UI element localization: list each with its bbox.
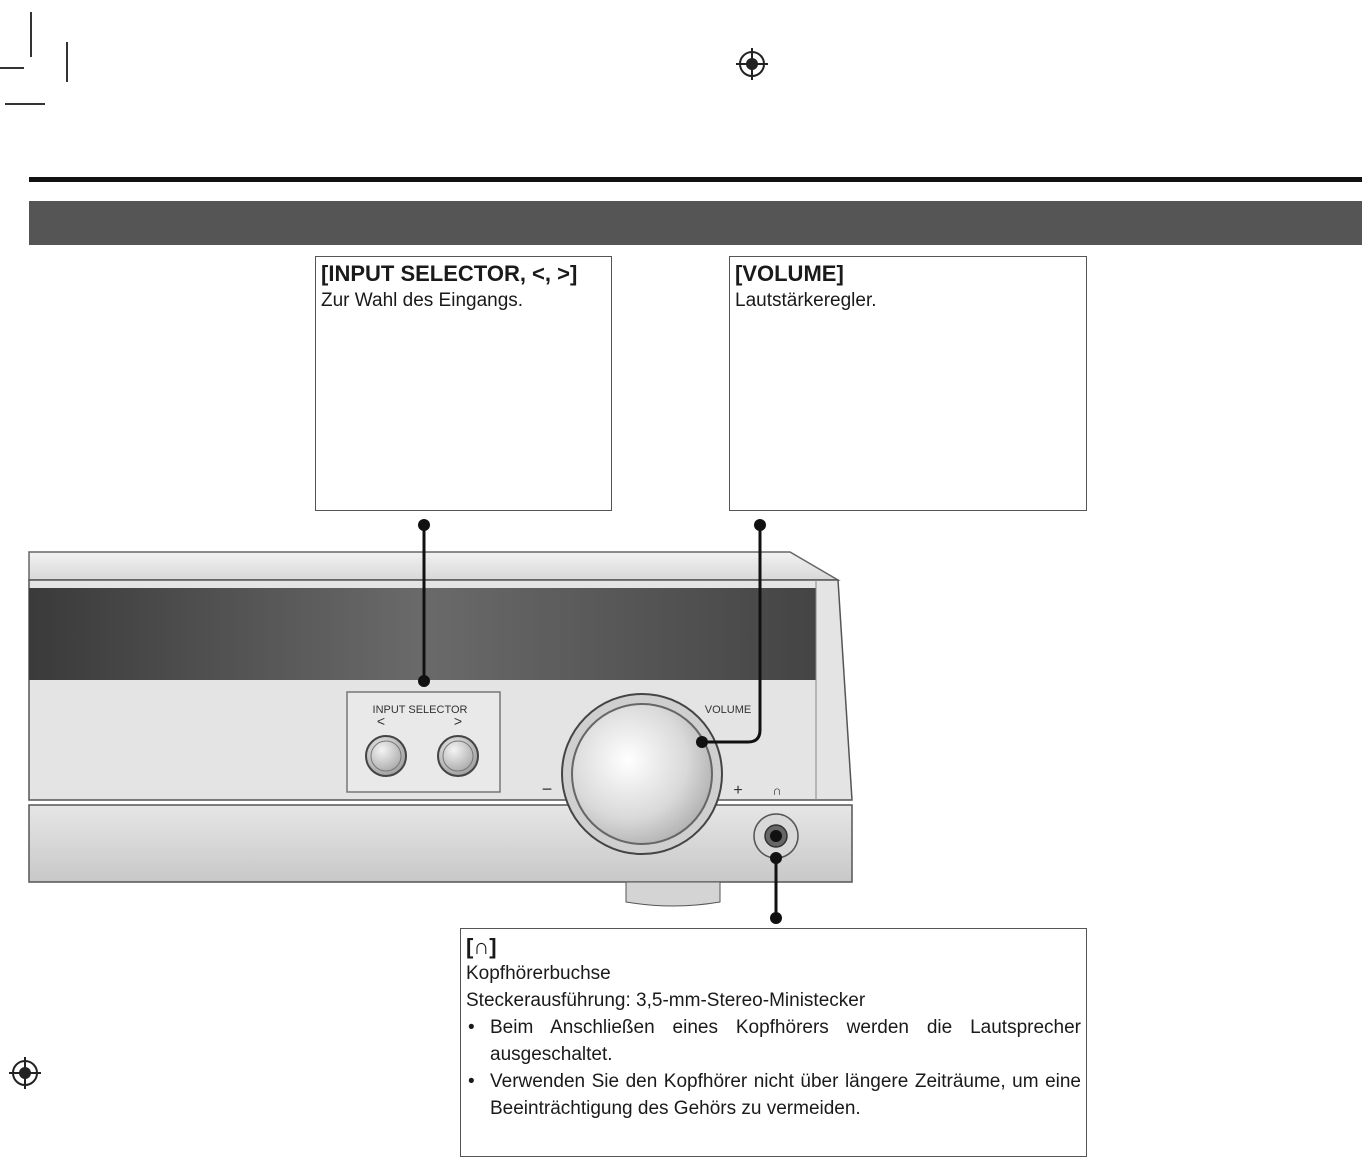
volume-device-label: VOLUME: [705, 704, 751, 716]
input-selector-callout: [INPUT SELECTOR, <, >] Zur Wahl des Eing…: [315, 256, 612, 511]
svg-text:>: >: [454, 713, 462, 729]
volume-knob[interactable]: [571, 703, 713, 845]
crop-mark-icon: [5, 103, 45, 105]
input-selector-title: [INPUT SELECTOR, <, >]: [321, 261, 578, 286]
crop-mark-icon: [66, 42, 68, 82]
list-item: Verwenden Sie den Kopfhörer nicht über l…: [466, 1068, 1081, 1122]
headphone-jack-description: Kopfhörerbuchse: [466, 963, 611, 984]
volume-plus-label: +: [733, 782, 742, 799]
headphone-title: [∩]: [466, 934, 497, 959]
list-item: Beim Anschließen eines Kopfhörers werden…: [466, 1014, 1081, 1068]
crop-mark-icon: [0, 67, 24, 69]
headphone-callout: [∩] Kopfhörerbuchse Steckerausführung: 3…: [460, 928, 1087, 1157]
headphone-plug-type: Steckerausführung: 3,5-mm-Stereo-Ministe…: [466, 990, 866, 1011]
headphone-notes-list: Beim Anschließen eines Kopfhörers werden…: [466, 1014, 1081, 1122]
input-selector-right-button[interactable]: [437, 735, 479, 777]
section-header-bar: [29, 201, 1362, 245]
input-selector-left-button[interactable]: [365, 735, 407, 777]
volume-description: Lautstärkeregler.: [735, 290, 877, 311]
header-rule: [29, 177, 1362, 182]
volume-minus-label: −: [542, 779, 553, 799]
svg-text:<: <: [377, 713, 385, 729]
volume-title: [VOLUME]: [735, 261, 844, 286]
input-selector-device-label: INPUT SELECTOR: [373, 704, 468, 716]
crop-mark-icon: [30, 12, 32, 57]
volume-callout: [VOLUME] Lautstärkeregler.: [729, 256, 1087, 511]
input-selector-description: Zur Wahl des Eingangs.: [321, 290, 524, 311]
registration-mark-icon: [9, 1057, 41, 1089]
registration-mark-icon: [736, 48, 768, 80]
headphone-symbol-label: ∩: [772, 783, 781, 798]
